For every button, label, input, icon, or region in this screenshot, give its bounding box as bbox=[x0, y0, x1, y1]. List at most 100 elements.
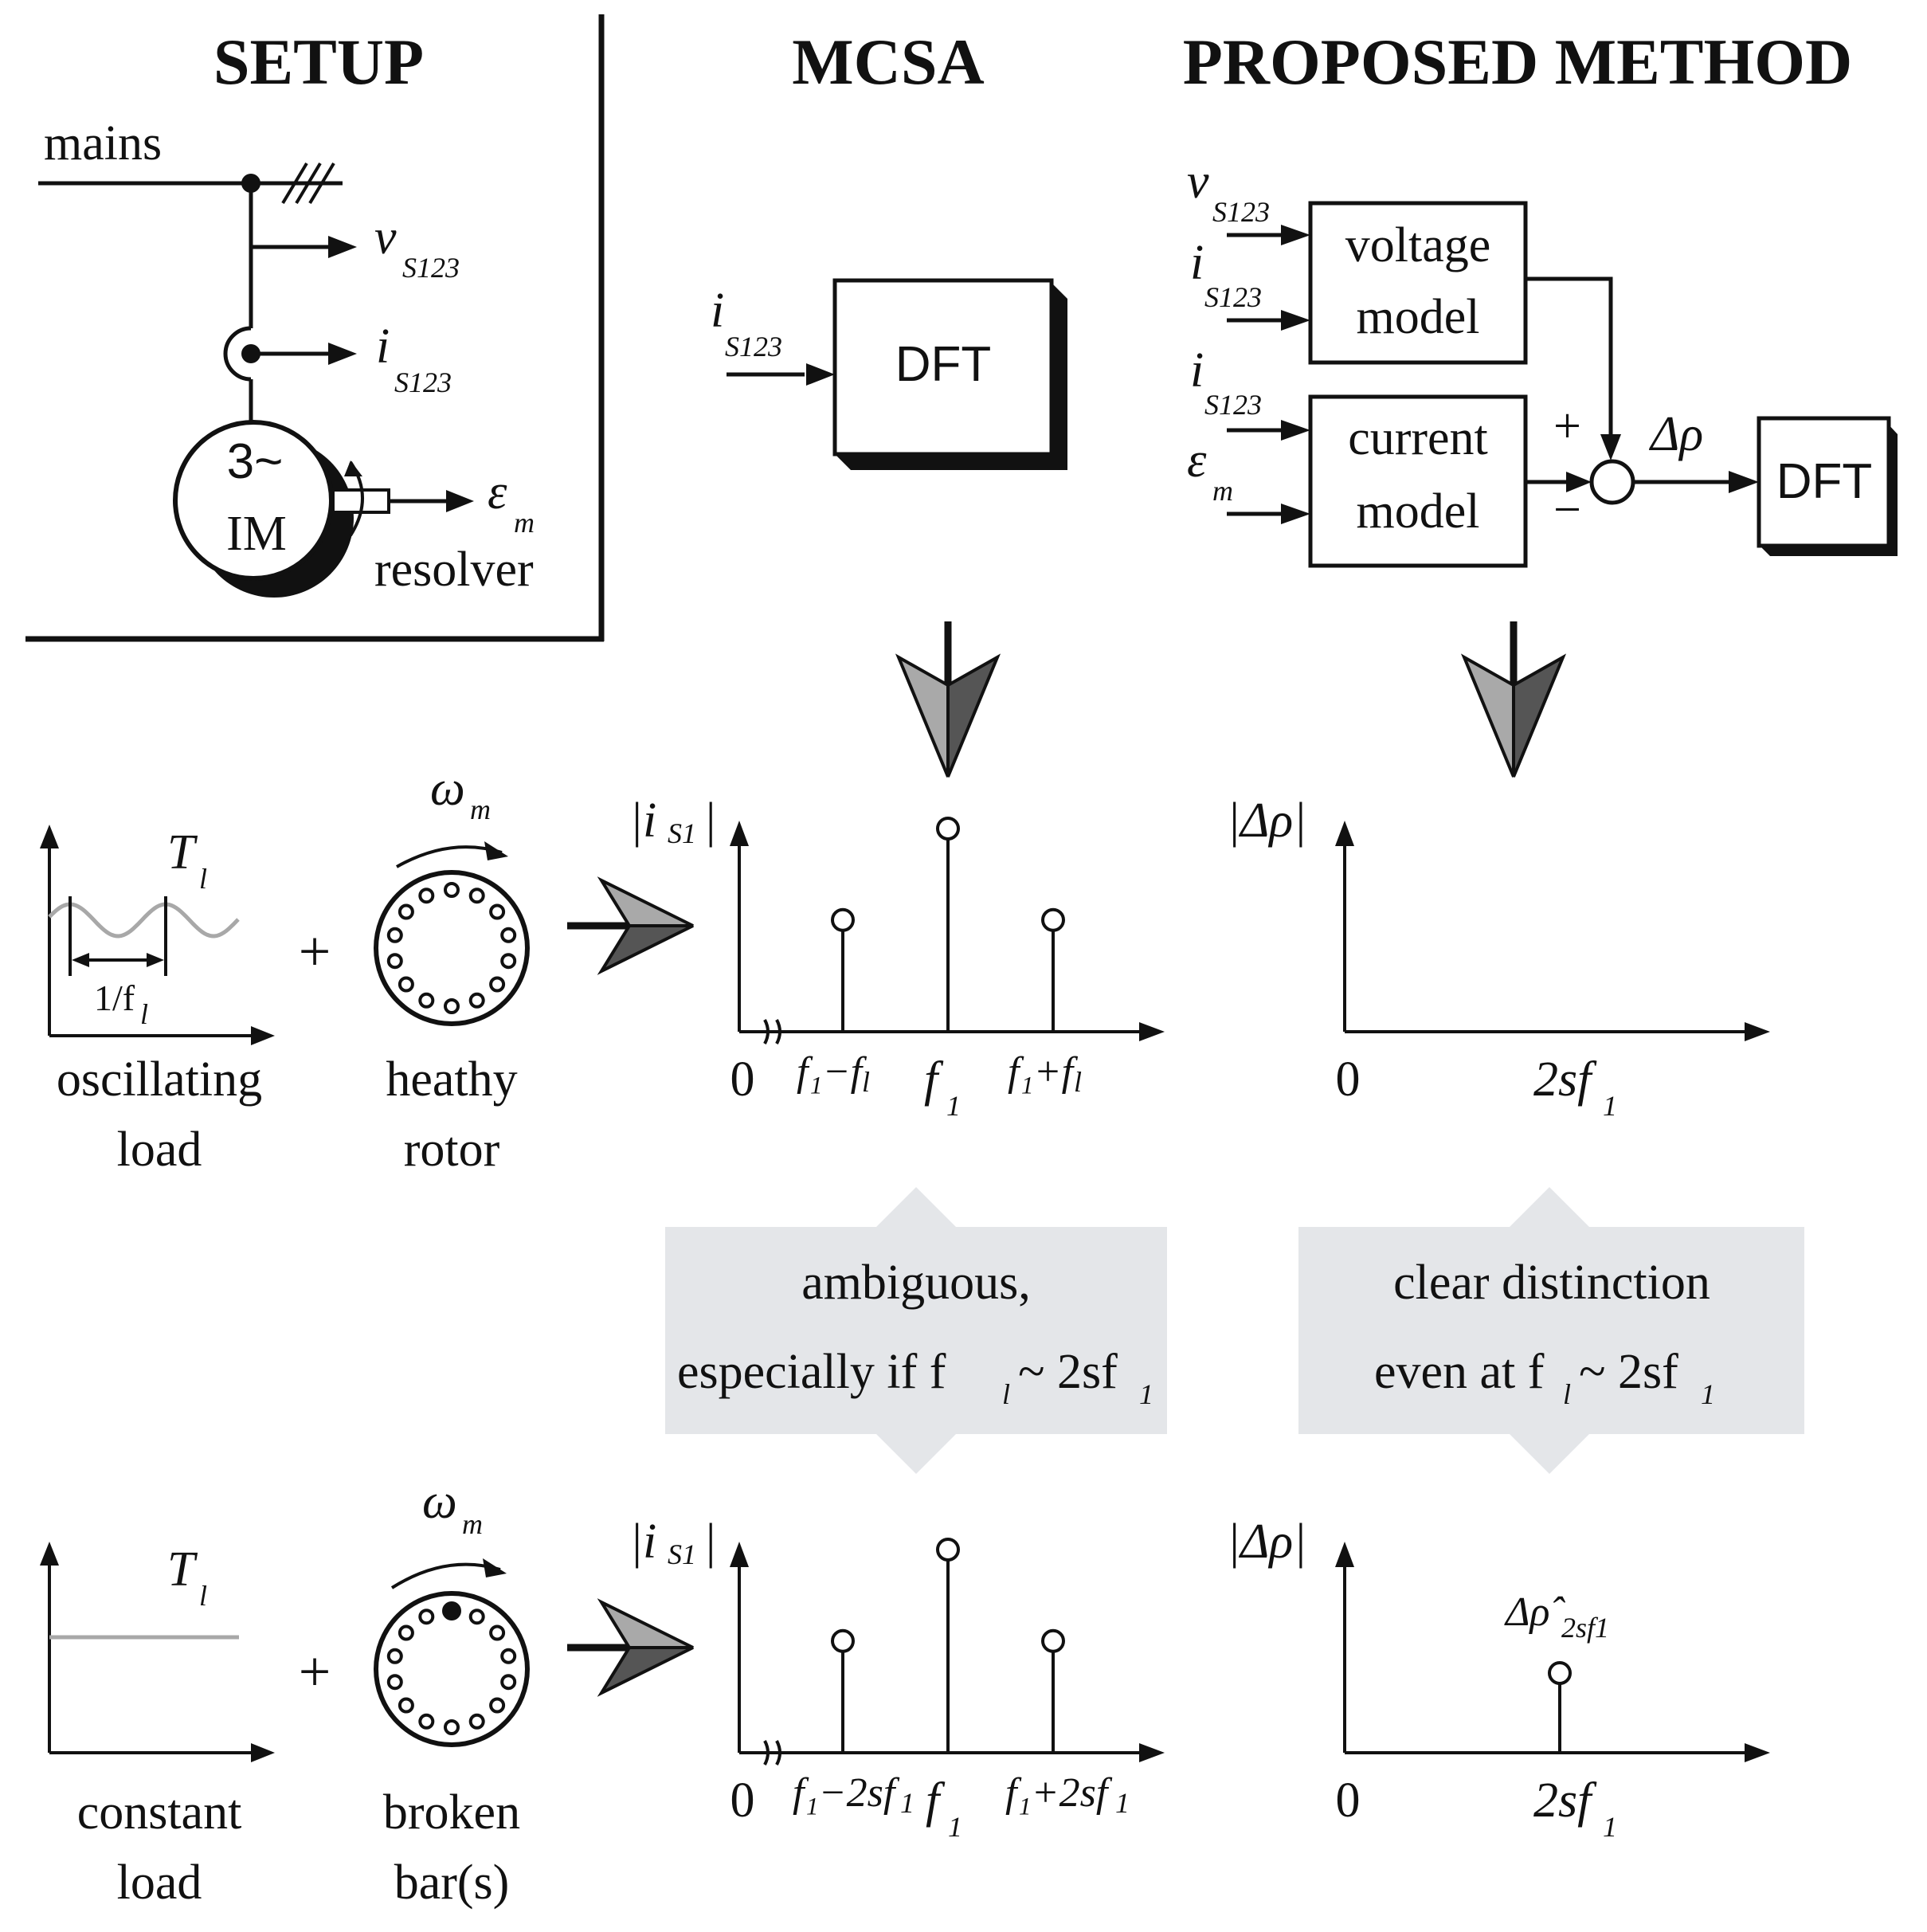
motor-label-bottom: IM bbox=[226, 507, 287, 561]
mcsa-note-line2-tail: ~ 2sf bbox=[1018, 1345, 1118, 1399]
row1-torque-label: T bbox=[167, 825, 198, 880]
row2-torque-label: T bbox=[167, 1542, 198, 1597]
row2-mcsa-ylabel-sub: S1 bbox=[668, 1538, 696, 1570]
row1-mcsa-zero: 0 bbox=[730, 1052, 755, 1107]
row1-torque-sub: l bbox=[199, 863, 207, 895]
row1-prop-zero: 0 bbox=[1336, 1052, 1361, 1107]
row1-prop-tick-sub: 1 bbox=[1603, 1090, 1617, 1122]
proposed-note-line2-sub: l bbox=[1563, 1378, 1571, 1410]
row2-mcsa-tick-mid: f bbox=[926, 1773, 946, 1828]
prop-v-sub: S123 bbox=[1212, 196, 1270, 228]
voltage-model-output-arrowhead bbox=[1600, 434, 1621, 460]
oscillating-torque-wave bbox=[48, 902, 240, 939]
row1-period-label: 1/f bbox=[94, 978, 135, 1018]
row1-rotor-label-1: heathy bbox=[386, 1052, 517, 1107]
mcsa-note-callout: ambiguous, especially if f l ~ 2sf 1 bbox=[665, 1187, 1167, 1474]
row2-mcsa-tick-left-sub: 1 bbox=[900, 1787, 915, 1819]
current-sensor-icon bbox=[223, 326, 252, 382]
row1-mcsa-spectrum: |i S1 | 0 f₁−f l f 1 f₁+f l bbox=[629, 794, 1165, 1122]
row2-prop-tick: 2sf bbox=[1533, 1773, 1597, 1828]
proposed-note-line2-tail-sub: 1 bbox=[1701, 1378, 1715, 1410]
row2-load-x-arrowhead bbox=[251, 1743, 275, 1762]
row1-mcsa-ylabel-sub: S1 bbox=[668, 817, 696, 849]
row2-rotor-label-2: bar(s) bbox=[394, 1856, 510, 1910]
rotor-bar bbox=[398, 976, 414, 993]
proposed-note-line1: clear distinction bbox=[1393, 1256, 1710, 1310]
three-phase-icon bbox=[281, 162, 335, 205]
row2-mcsa-y-arrowhead bbox=[730, 1542, 749, 1567]
setup-eps-sub: m bbox=[514, 507, 535, 539]
header-mcsa: MCSA bbox=[792, 25, 984, 98]
row2-proposed-spectrum: Δρ̂ 2sf1 |Δρ| 0 2sf 1 bbox=[1227, 1515, 1770, 1843]
row1-mcsa-fundamental-marker bbox=[936, 817, 960, 841]
voltage-model-line1: voltage bbox=[1345, 218, 1491, 272]
row1-period-sub: l bbox=[140, 998, 148, 1030]
healthy-rotor-icon bbox=[374, 841, 530, 1026]
row2-mcsa-lower-sideband-marker bbox=[831, 1628, 855, 1653]
row1-omega-sub: m bbox=[470, 794, 491, 825]
header-setup: SETUP bbox=[213, 25, 424, 98]
row2-torque-sub: l bbox=[199, 1580, 207, 1612]
mcsa-note-line2-tail-sub: 1 bbox=[1139, 1378, 1153, 1410]
rotor-bar bbox=[398, 1697, 414, 1714]
row2-prop-x-arrowhead bbox=[1745, 1743, 1770, 1762]
broken-bar-rotor-icon bbox=[374, 1558, 530, 1747]
current-model-line2: model bbox=[1357, 484, 1480, 539]
row2-axis-break-icon bbox=[763, 1740, 781, 1765]
row1-prop-tick: 2sf bbox=[1533, 1052, 1597, 1107]
row2-mcsa-ylabel-post: | bbox=[706, 1515, 715, 1569]
prop-v-label: v bbox=[1187, 155, 1209, 209]
rotor-bar bbox=[489, 976, 506, 993]
mcsa-input-arrowhead bbox=[806, 363, 835, 386]
proposed-down-arrow-icon bbox=[1460, 621, 1567, 778]
delta-rho-label: Δρ bbox=[1648, 407, 1703, 461]
rotor-bar bbox=[500, 927, 517, 943]
row1-mcsa-ylabel-post: | bbox=[706, 794, 715, 848]
rotor-bar bbox=[500, 1648, 517, 1664]
mcsa-dft-label: DFT bbox=[895, 337, 992, 392]
row2-prop-ylabel: |Δρ| bbox=[1227, 1515, 1306, 1569]
row2-mcsa-upper-sideband-marker bbox=[1041, 1628, 1065, 1653]
rotor-bar bbox=[489, 1697, 506, 1714]
row2-rotor-label-1: broken bbox=[383, 1785, 520, 1840]
row2-plus: + bbox=[299, 1640, 331, 1703]
proposed-note-line2: even at f bbox=[1374, 1345, 1545, 1399]
setup-eps-label: ε bbox=[488, 465, 507, 519]
resolver-label: resolver bbox=[374, 543, 534, 597]
row1-mcsa-tick-left: f₁−f bbox=[797, 1049, 868, 1095]
setup-panel: mains v S123 i S123 3~ IM ε bbox=[25, 14, 605, 642]
row1-mcsa-lower-sideband-marker bbox=[831, 907, 855, 932]
prop-i1-label: i bbox=[1190, 236, 1204, 290]
row2-mcsa-zero: 0 bbox=[730, 1773, 755, 1828]
row2-mcsa-tick-left: f₁−2sf bbox=[793, 1770, 900, 1816]
setup-i-sub: S123 bbox=[394, 366, 452, 398]
rotor-bar bbox=[386, 927, 403, 943]
row1-load-y-arrowhead bbox=[40, 825, 59, 848]
row2-mcsa-tick-right-sub: 1 bbox=[1115, 1787, 1130, 1819]
row1-axis-break-icon bbox=[763, 1019, 781, 1044]
row1-mcsa-tick-right-sub: l bbox=[1074, 1066, 1082, 1098]
row2-prop-y-arrowhead bbox=[1335, 1542, 1354, 1567]
motor-label-top: 3~ bbox=[227, 434, 284, 489]
row2-mcsa-x-arrowhead bbox=[1139, 1743, 1165, 1762]
row2-right-arrow-icon bbox=[567, 1598, 694, 1697]
rotor-bar bbox=[418, 1609, 435, 1625]
prop-dft-box bbox=[1757, 416, 1891, 548]
rotor-bar bbox=[468, 888, 485, 904]
prop-i1-arrowhead bbox=[1281, 310, 1310, 331]
mcsa-dft-box bbox=[832, 278, 1054, 457]
row2-prop-peak-sub: 2sf1 bbox=[1561, 1612, 1609, 1644]
delta-rho-arrowhead bbox=[1729, 471, 1759, 493]
period-arrowhead-right bbox=[147, 953, 164, 967]
row1-load-x-arrowhead bbox=[251, 1026, 275, 1045]
row2-omega-sub: m bbox=[462, 1508, 483, 1540]
row1-mcsa-tick-mid: f bbox=[924, 1052, 944, 1107]
voltage-model-output-line bbox=[1526, 276, 1613, 442]
rotation-arrowhead bbox=[344, 460, 362, 476]
rotor-bar bbox=[386, 1648, 403, 1664]
broken-rotor-bar bbox=[442, 1601, 461, 1620]
mcsa-note-line2-sub: l bbox=[1002, 1378, 1010, 1410]
rotor-bar bbox=[489, 1624, 506, 1641]
voltage-model-line2: model bbox=[1357, 290, 1480, 344]
row1-mcsa-x-arrowhead bbox=[1139, 1022, 1165, 1041]
